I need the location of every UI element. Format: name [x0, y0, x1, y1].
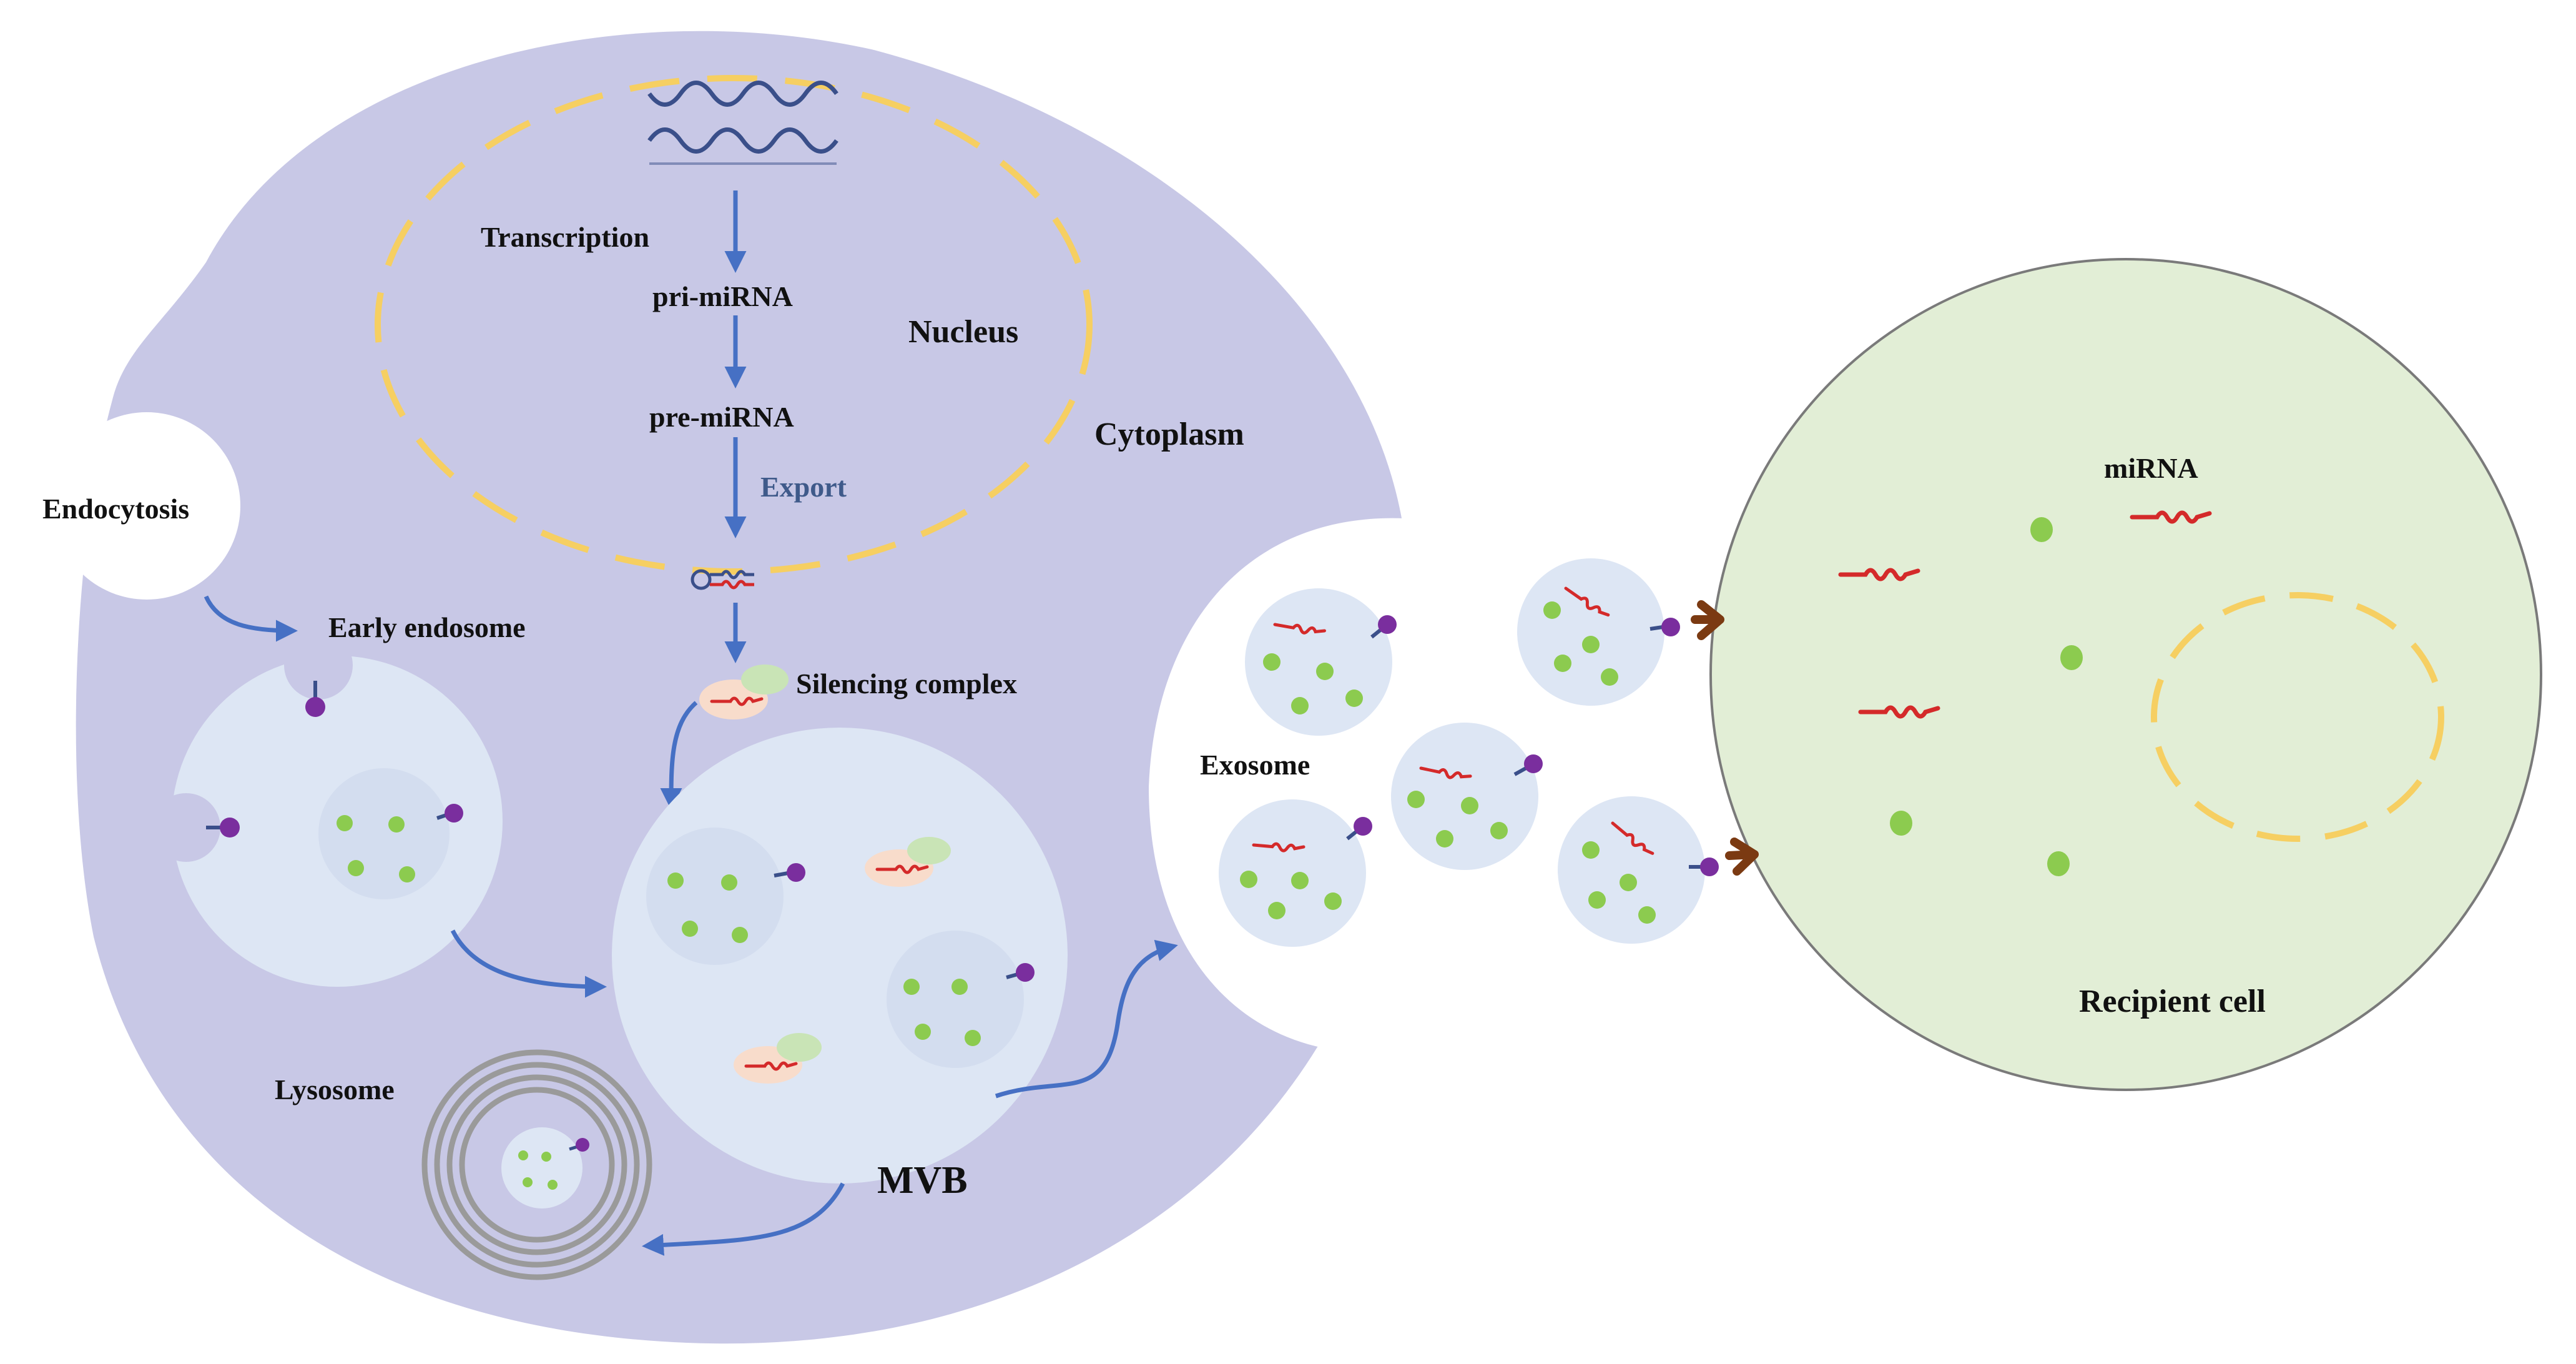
endosome-bud-left — [152, 793, 220, 862]
mvb-vesicle — [646, 828, 784, 965]
cargo-dots — [518, 1150, 558, 1190]
cargo-dots — [1890, 517, 2083, 876]
intraluminal-vesicle — [318, 768, 450, 899]
exosome-vesicle — [1245, 588, 1397, 736]
receptor-icon — [305, 681, 325, 717]
cargo-dots — [337, 815, 415, 882]
label-transcription: Transcription — [481, 221, 649, 253]
label-pri-mirna: pri-miRNA — [652, 280, 793, 312]
endosome-bud-top — [284, 631, 353, 699]
cargo-dots — [667, 872, 748, 943]
label-nucleus: Nucleus — [908, 314, 1018, 350]
receptor-icon — [206, 818, 240, 838]
receptor-icon — [774, 863, 805, 882]
mvb-vesicle — [887, 931, 1024, 1068]
label-mirna: miRNA — [2104, 452, 2198, 484]
arrow-silencing-to-mvb — [660, 701, 698, 810]
receptor-y-icon — [1725, 838, 1759, 876]
label-pre-mirna: pre-miRNA — [649, 401, 794, 433]
silencing-complex-icon — [865, 837, 951, 887]
arrow-mvb-to-lysosome — [642, 1182, 845, 1256]
hairpin-mirna-icon — [691, 569, 754, 590]
receptor-icon — [436, 804, 463, 823]
label-mvb: MVB — [877, 1159, 968, 1202]
label-lysosome: Lysosome — [275, 1074, 395, 1105]
label-endocytosis: Endocytosis — [42, 493, 189, 525]
silencing-complex-icon — [734, 1033, 822, 1084]
arrow-endosome-to-mvb — [450, 929, 607, 998]
recipient-cell — [1709, 258, 2542, 1091]
label-export: Export — [760, 471, 847, 503]
lysosome-vesicle — [501, 1127, 583, 1208]
label-silencing-complex: Silencing complex — [796, 668, 1017, 699]
label-early-endosome: Early endosome — [328, 611, 526, 643]
endocytosis-pit — [53, 412, 240, 600]
lysosome — [421, 1049, 652, 1280]
recipient-nucleus — [2151, 592, 2444, 842]
arrow-mvb-to-exosome — [995, 939, 1178, 1099]
receptor-y-icon — [1691, 600, 1724, 640]
nucleus-envelope — [375, 75, 1093, 575]
cargo-dots — [903, 979, 981, 1046]
exosome-vesicle — [1391, 723, 1543, 870]
exosome-vesicle — [1517, 558, 1680, 706]
exosome-vesicle — [1558, 796, 1719, 944]
label-recipient-cell: Recipient cell — [2079, 984, 2266, 1019]
receptor-icon — [1006, 963, 1035, 982]
label-exosome: Exosome — [1200, 749, 1310, 781]
silencing-complex-icon — [699, 665, 789, 719]
label-cytoplasm: Cytoplasm — [1094, 417, 1244, 452]
arrow-endocytosis-to-endosome — [204, 595, 298, 642]
receptor-icon — [569, 1138, 589, 1152]
exosome-vesicle — [1219, 799, 1372, 947]
dna-icon — [647, 81, 838, 165]
